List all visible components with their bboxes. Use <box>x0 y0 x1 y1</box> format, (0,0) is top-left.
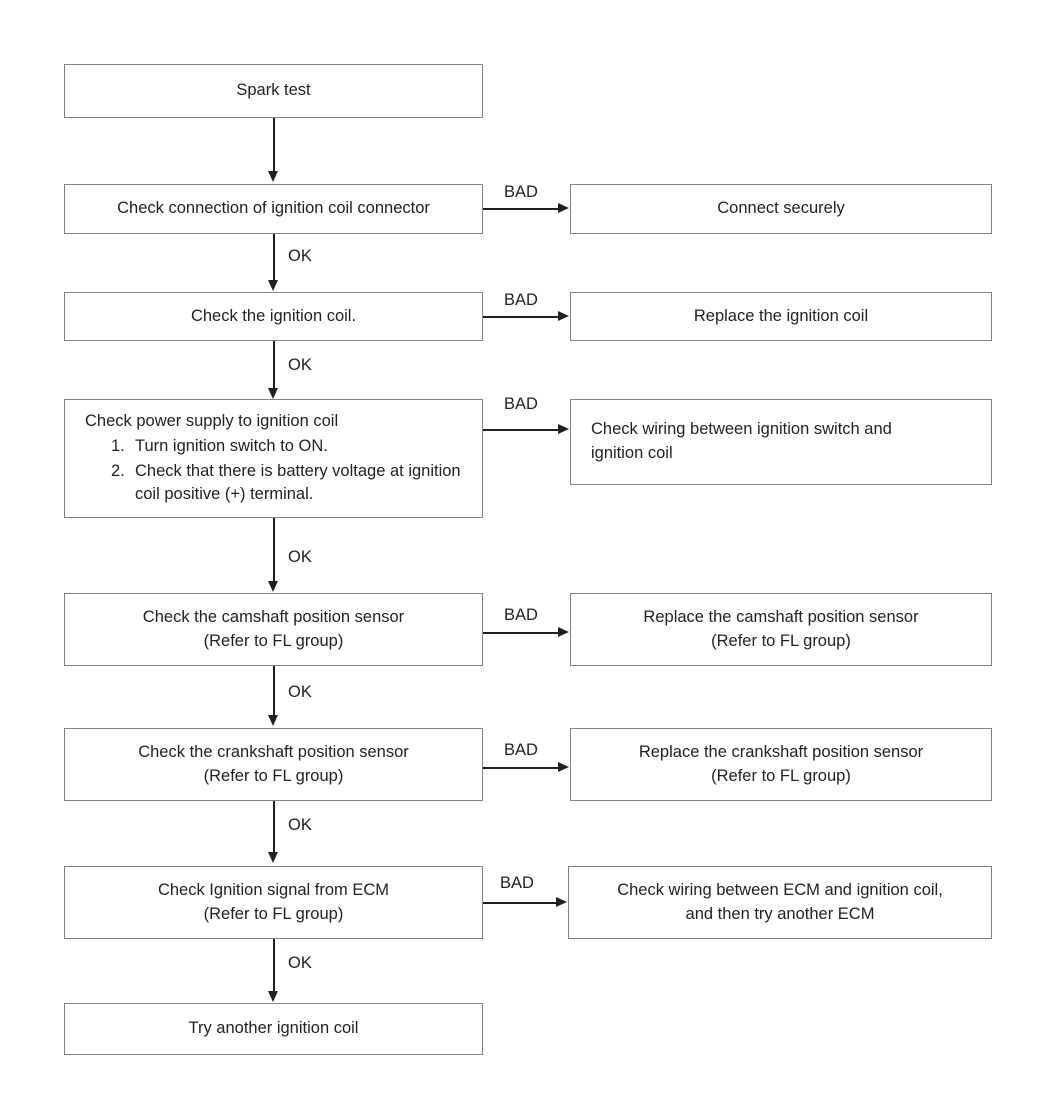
step-text: Check that there is battery voltage at i… <box>135 461 461 504</box>
branch-bad-line-5 <box>483 767 559 769</box>
node-replace-crankshaft-sensor[interactable]: Replace the crankshaft position sensor (… <box>570 728 992 801</box>
node-check-wiring-ignition-switch[interactable]: Check wiring between ignition switch and… <box>570 399 992 485</box>
node-check-crankshaft-sensor[interactable]: Check the crankshaft position sensor (Re… <box>64 728 483 801</box>
edge-label-bad-2: BAD <box>504 291 538 309</box>
node-check-power-supply[interactable]: Check power supply to ignition coil 1. T… <box>64 399 483 518</box>
branch-bad-line-1 <box>483 208 559 210</box>
arrowhead-down-4 <box>268 581 278 592</box>
edge-label-ok-3: OK <box>288 548 312 566</box>
node-connect-securely[interactable]: Connect securely <box>570 184 992 234</box>
arrowhead-down-5 <box>268 715 278 726</box>
node-check-crankshaft-sensor-line2: (Refer to FL group) <box>203 766 344 785</box>
edge-label-bad-4: BAD <box>504 606 538 624</box>
arrowhead-down-2 <box>268 280 278 291</box>
step-number: 1. <box>111 436 125 455</box>
list-item: 2. Check that there is battery voltage a… <box>85 460 472 508</box>
node-check-wiring-ecm-content: Check wiring between ECM and ignition co… <box>579 879 981 927</box>
node-check-ignition-coil[interactable]: Check the ignition coil. <box>64 292 483 341</box>
edge-label-bad-1: BAD <box>504 183 538 201</box>
branch-bad-line-4 <box>483 632 559 634</box>
node-check-wiring-ecm[interactable]: Check wiring between ECM and ignition co… <box>568 866 992 939</box>
node-check-ecm-signal-line1: Check Ignition signal from ECM <box>157 880 390 899</box>
node-check-ecm-signal[interactable]: Check Ignition signal from ECM (Refer to… <box>64 866 483 939</box>
arrowhead-down-1 <box>268 171 278 182</box>
node-replace-camshaft-sensor-line1: Replace the camshaft position sensor <box>643 607 919 626</box>
node-replace-camshaft-sensor-line2: (Refer to FL group) <box>711 631 851 650</box>
connector-power-to-camshaft <box>273 518 275 582</box>
node-replace-camshaft-sensor[interactable]: Replace the camshaft position sensor (Re… <box>570 593 992 666</box>
node-check-camshaft-sensor-line2: (Refer to FL group) <box>203 631 344 650</box>
node-check-crankshaft-sensor-content: Check the crankshaft position sensor (Re… <box>75 741 472 789</box>
node-check-connector[interactable]: Check connection of ignition coil connec… <box>64 184 483 234</box>
connector-coil-to-power <box>273 341 275 389</box>
branch-bad-line-3 <box>483 429 559 431</box>
node-replace-crankshaft-sensor-content: Replace the crankshaft position sensor (… <box>581 741 981 789</box>
branch-bad-line-6 <box>483 902 557 904</box>
node-check-power-supply-content: Check power supply to ignition coil 1. T… <box>85 410 472 508</box>
edge-label-bad-6: BAD <box>500 874 534 892</box>
arrowhead-right-4 <box>558 627 569 637</box>
node-check-wiring-ecm-line2: and then try another ECM <box>685 904 875 923</box>
connector-ecm-to-try-another-coil <box>273 939 275 992</box>
node-replace-ignition-coil-label: Replace the ignition coil <box>693 306 869 325</box>
power-supply-step-list: 1. Turn ignition switch to ON. 2. Check … <box>85 435 472 508</box>
node-check-camshaft-sensor-line1: Check the camshaft position sensor <box>142 607 405 626</box>
arrowhead-right-2 <box>558 311 569 321</box>
node-check-connector-label: Check connection of ignition coil connec… <box>117 199 430 218</box>
node-spark-test-label: Spark test <box>236 81 311 100</box>
node-replace-crankshaft-sensor-line2: (Refer to FL group) <box>711 766 851 785</box>
node-check-camshaft-sensor-content: Check the camshaft position sensor (Refe… <box>75 606 472 654</box>
step-number: 2. <box>111 461 125 480</box>
node-replace-ignition-coil[interactable]: Replace the ignition coil <box>570 292 992 341</box>
arrowhead-down-3 <box>268 388 278 399</box>
connector-spark-to-connector <box>273 118 275 172</box>
edge-label-ok-1: OK <box>288 247 312 265</box>
arrowhead-right-5 <box>558 762 569 772</box>
connector-crankshaft-to-ecm <box>273 801 275 853</box>
edge-label-bad-3: BAD <box>504 395 538 413</box>
arrowhead-down-6 <box>268 852 278 863</box>
arrowhead-right-3 <box>558 424 569 434</box>
arrowhead-right-6 <box>556 897 567 907</box>
branch-bad-line-2 <box>483 316 559 318</box>
node-replace-crankshaft-sensor-line1: Replace the crankshaft position sensor <box>638 742 924 761</box>
node-check-ignition-coil-label: Check the ignition coil. <box>190 306 357 325</box>
edge-label-ok-4: OK <box>288 683 312 701</box>
node-check-power-supply-heading: Check power supply to ignition coil <box>85 411 339 430</box>
node-check-wiring-ignition-switch-line1: Check wiring between ignition switch and <box>591 420 892 439</box>
node-check-camshaft-sensor[interactable]: Check the camshaft position sensor (Refe… <box>64 593 483 666</box>
arrowhead-right-1 <box>558 203 569 213</box>
node-check-wiring-ignition-switch-line2: ignition coil <box>591 444 673 462</box>
node-check-wiring-ecm-line1: Check wiring between ECM and ignition co… <box>617 880 943 899</box>
connector-camshaft-to-crankshaft <box>273 666 275 716</box>
node-try-another-ignition-coil[interactable]: Try another ignition coil <box>64 1003 483 1055</box>
edge-label-bad-5: BAD <box>504 741 538 759</box>
list-item: 1. Turn ignition switch to ON. <box>85 435 472 459</box>
connector-connector-to-coil <box>273 234 275 281</box>
node-check-ecm-signal-line2: (Refer to FL group) <box>203 904 344 923</box>
node-replace-camshaft-sensor-content: Replace the camshaft position sensor (Re… <box>581 606 981 654</box>
node-try-another-ignition-coil-label: Try another ignition coil <box>188 1019 359 1038</box>
node-spark-test[interactable]: Spark test <box>64 64 483 118</box>
arrowhead-down-7 <box>268 991 278 1002</box>
node-check-ecm-signal-content: Check Ignition signal from ECM (Refer to… <box>75 879 472 927</box>
node-check-crankshaft-sensor-line1: Check the crankshaft position sensor <box>138 742 409 761</box>
node-connect-securely-label: Connect securely <box>717 199 845 218</box>
node-check-wiring-ignition-switch-content: Check wiring between ignition switch and… <box>591 418 981 466</box>
edge-label-ok-6: OK <box>288 954 312 972</box>
edge-label-ok-5: OK <box>288 816 312 834</box>
edge-label-ok-2: OK <box>288 356 312 374</box>
step-text: Turn ignition switch to ON. <box>135 436 328 455</box>
